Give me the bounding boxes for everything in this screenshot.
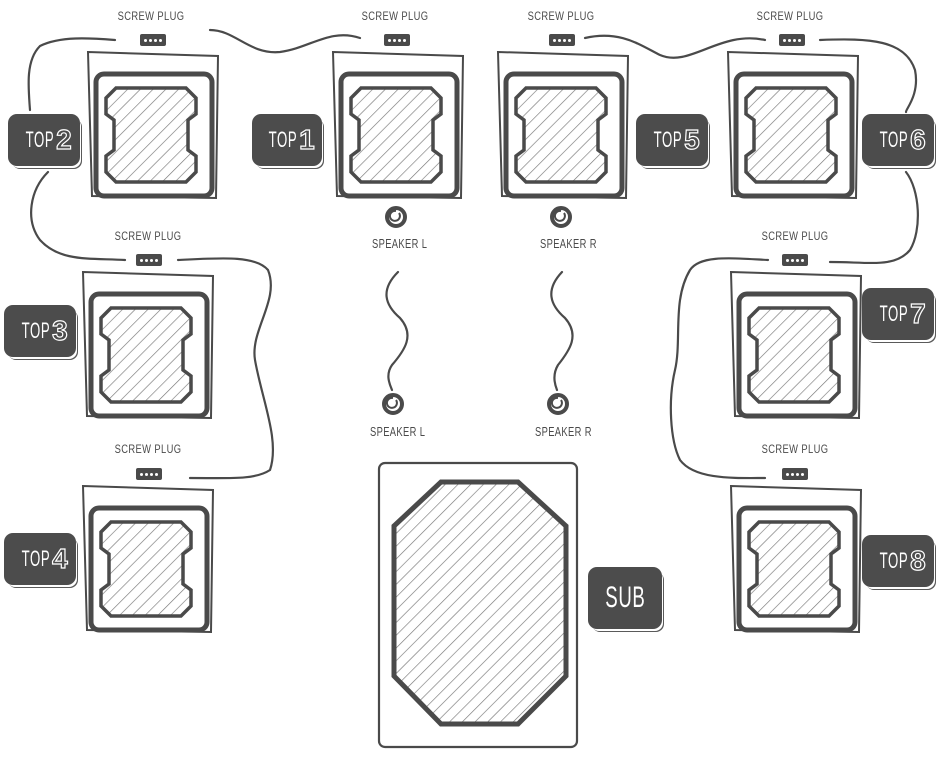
speaker-out-left-label: SPEAKER L bbox=[372, 236, 428, 251]
screw-plug-label-top8: SCREW PLUG bbox=[761, 442, 829, 456]
tag-label: TOP bbox=[879, 127, 909, 152]
screw-plug-label-top5: SCREW PLUG bbox=[527, 9, 595, 23]
tag-label: TOP bbox=[653, 127, 683, 152]
tag-top4: TOP 4 bbox=[4, 533, 76, 585]
screw-plug-icon bbox=[140, 34, 166, 46]
sub-cabinet bbox=[377, 461, 579, 749]
top7-cabinet bbox=[731, 272, 861, 418]
speaker-out-right-label: SPEAKER R bbox=[540, 236, 597, 251]
tag-label: TOP bbox=[21, 546, 51, 571]
top6-cabinet bbox=[728, 52, 858, 198]
tag-number: 1 bbox=[299, 123, 316, 155]
screw-plug-icon bbox=[384, 34, 410, 46]
screw-plug-label-top1: SCREW PLUG bbox=[361, 9, 429, 23]
tag-number: 5 bbox=[684, 123, 701, 155]
tag-top5: TOP 5 bbox=[636, 114, 708, 166]
tag-top2: TOP 2 bbox=[8, 114, 80, 166]
tag-top8: TOP 8 bbox=[862, 535, 934, 587]
tag-number: 8 bbox=[910, 544, 927, 576]
tag-label: TOP bbox=[25, 127, 55, 152]
screw-plug-label-top4: SCREW PLUG bbox=[114, 442, 182, 456]
tag-top3: TOP 3 bbox=[4, 305, 76, 357]
screw-plug-icon bbox=[549, 34, 575, 46]
tag-number: 2 bbox=[56, 123, 73, 155]
top8-cabinet bbox=[731, 486, 861, 632]
speaker-in-left-label: SPEAKER L bbox=[370, 424, 426, 439]
tag-number: 3 bbox=[52, 314, 69, 346]
tag-label: TOP bbox=[21, 318, 51, 343]
screw-plug-icon bbox=[136, 254, 162, 266]
tag-number: 7 bbox=[910, 297, 927, 329]
speaker-in-right-label: SPEAKER R bbox=[535, 424, 592, 439]
tag-label: TOP bbox=[879, 548, 909, 573]
screw-plug-label-top7: SCREW PLUG bbox=[761, 229, 829, 243]
tag-label: TOP bbox=[268, 127, 298, 152]
tag-label: TOP bbox=[879, 301, 909, 326]
screw-plug-icon bbox=[136, 468, 162, 480]
screw-plug-icon bbox=[782, 468, 808, 480]
tag-label: SUB bbox=[604, 581, 646, 614]
tag-number: 6 bbox=[910, 123, 927, 155]
top5-cabinet bbox=[498, 52, 628, 198]
top3-cabinet bbox=[83, 272, 213, 418]
screw-plug-icon bbox=[782, 254, 808, 266]
tag-top7: TOP 7 bbox=[862, 288, 934, 340]
tag-sub: SUB bbox=[588, 567, 662, 629]
top4-cabinet bbox=[83, 486, 213, 632]
top1-cabinet bbox=[333, 52, 463, 198]
tag-top6: TOP 6 bbox=[862, 114, 934, 166]
screw-plug-label-top6: SCREW PLUG bbox=[756, 9, 824, 23]
top2-cabinet bbox=[88, 52, 218, 198]
tag-number: 4 bbox=[52, 542, 69, 574]
tag-top1: TOP 1 bbox=[252, 114, 322, 166]
screw-plug-icon bbox=[779, 34, 805, 46]
screw-plug-label-top2: SCREW PLUG bbox=[117, 9, 185, 23]
screw-plug-label-top3: SCREW PLUG bbox=[114, 229, 182, 243]
